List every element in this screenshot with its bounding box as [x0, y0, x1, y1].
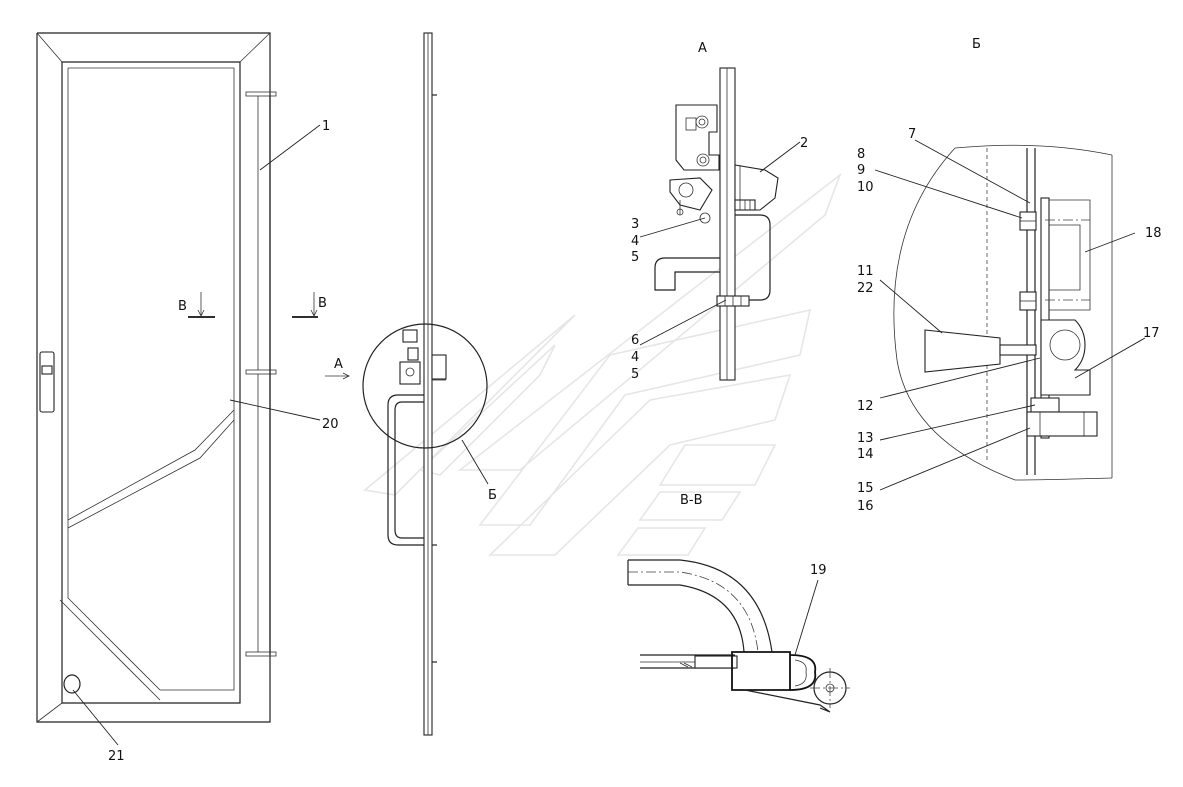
part-label-14: 14 — [857, 447, 874, 462]
section-vv — [627, 559, 850, 713]
part-label-5a: 5 — [631, 250, 639, 265]
part-label-20: 20 — [322, 417, 339, 432]
view-b-title: Б — [972, 37, 981, 52]
part-label-17: 17 — [1143, 326, 1160, 341]
part-label-6: 6 — [631, 333, 639, 348]
part-label-15: 15 — [857, 481, 874, 496]
part-label-2: 2 — [800, 136, 808, 151]
part-label-10: 10 — [857, 180, 874, 195]
section-mark-left: В — [178, 299, 187, 314]
part-label-11: 11 — [857, 264, 874, 279]
part-label-1: 1 — [322, 119, 330, 134]
door-front-view — [36, 32, 318, 723]
part-label-7: 7 — [908, 127, 916, 142]
watermark-logo — [363, 172, 842, 556]
part-label-12: 12 — [857, 399, 874, 414]
part-label-18: 18 — [1145, 226, 1162, 241]
view-a-lock — [654, 67, 779, 381]
part-label-19: 19 — [810, 563, 827, 578]
part-label-8: 8 — [857, 147, 865, 162]
part-label-22: 22 — [857, 281, 874, 296]
part-label-4a: 4 — [631, 234, 639, 249]
callout-b-label: Б — [488, 488, 497, 503]
section-mark-right: В — [318, 296, 327, 311]
view-a-title: А — [698, 41, 707, 56]
door-side-view — [325, 32, 489, 736]
part-label-13: 13 — [857, 431, 874, 446]
view-arrow-a-label: А — [334, 357, 343, 372]
part-label-21: 21 — [108, 749, 125, 764]
view-b-detail — [893, 144, 1113, 481]
part-label-5b: 5 — [631, 367, 639, 382]
leader-lines — [72, 124, 1146, 746]
labels: А Б В-В В В А Б 1 2 3 4 5 6 4 5 7 8 9 10… — [108, 37, 1162, 764]
section-vv-title: В-В — [680, 493, 703, 508]
part-label-4b: 4 — [631, 350, 639, 365]
part-label-3: 3 — [631, 217, 639, 232]
part-label-16: 16 — [857, 499, 874, 514]
part-label-9: 9 — [857, 163, 865, 178]
